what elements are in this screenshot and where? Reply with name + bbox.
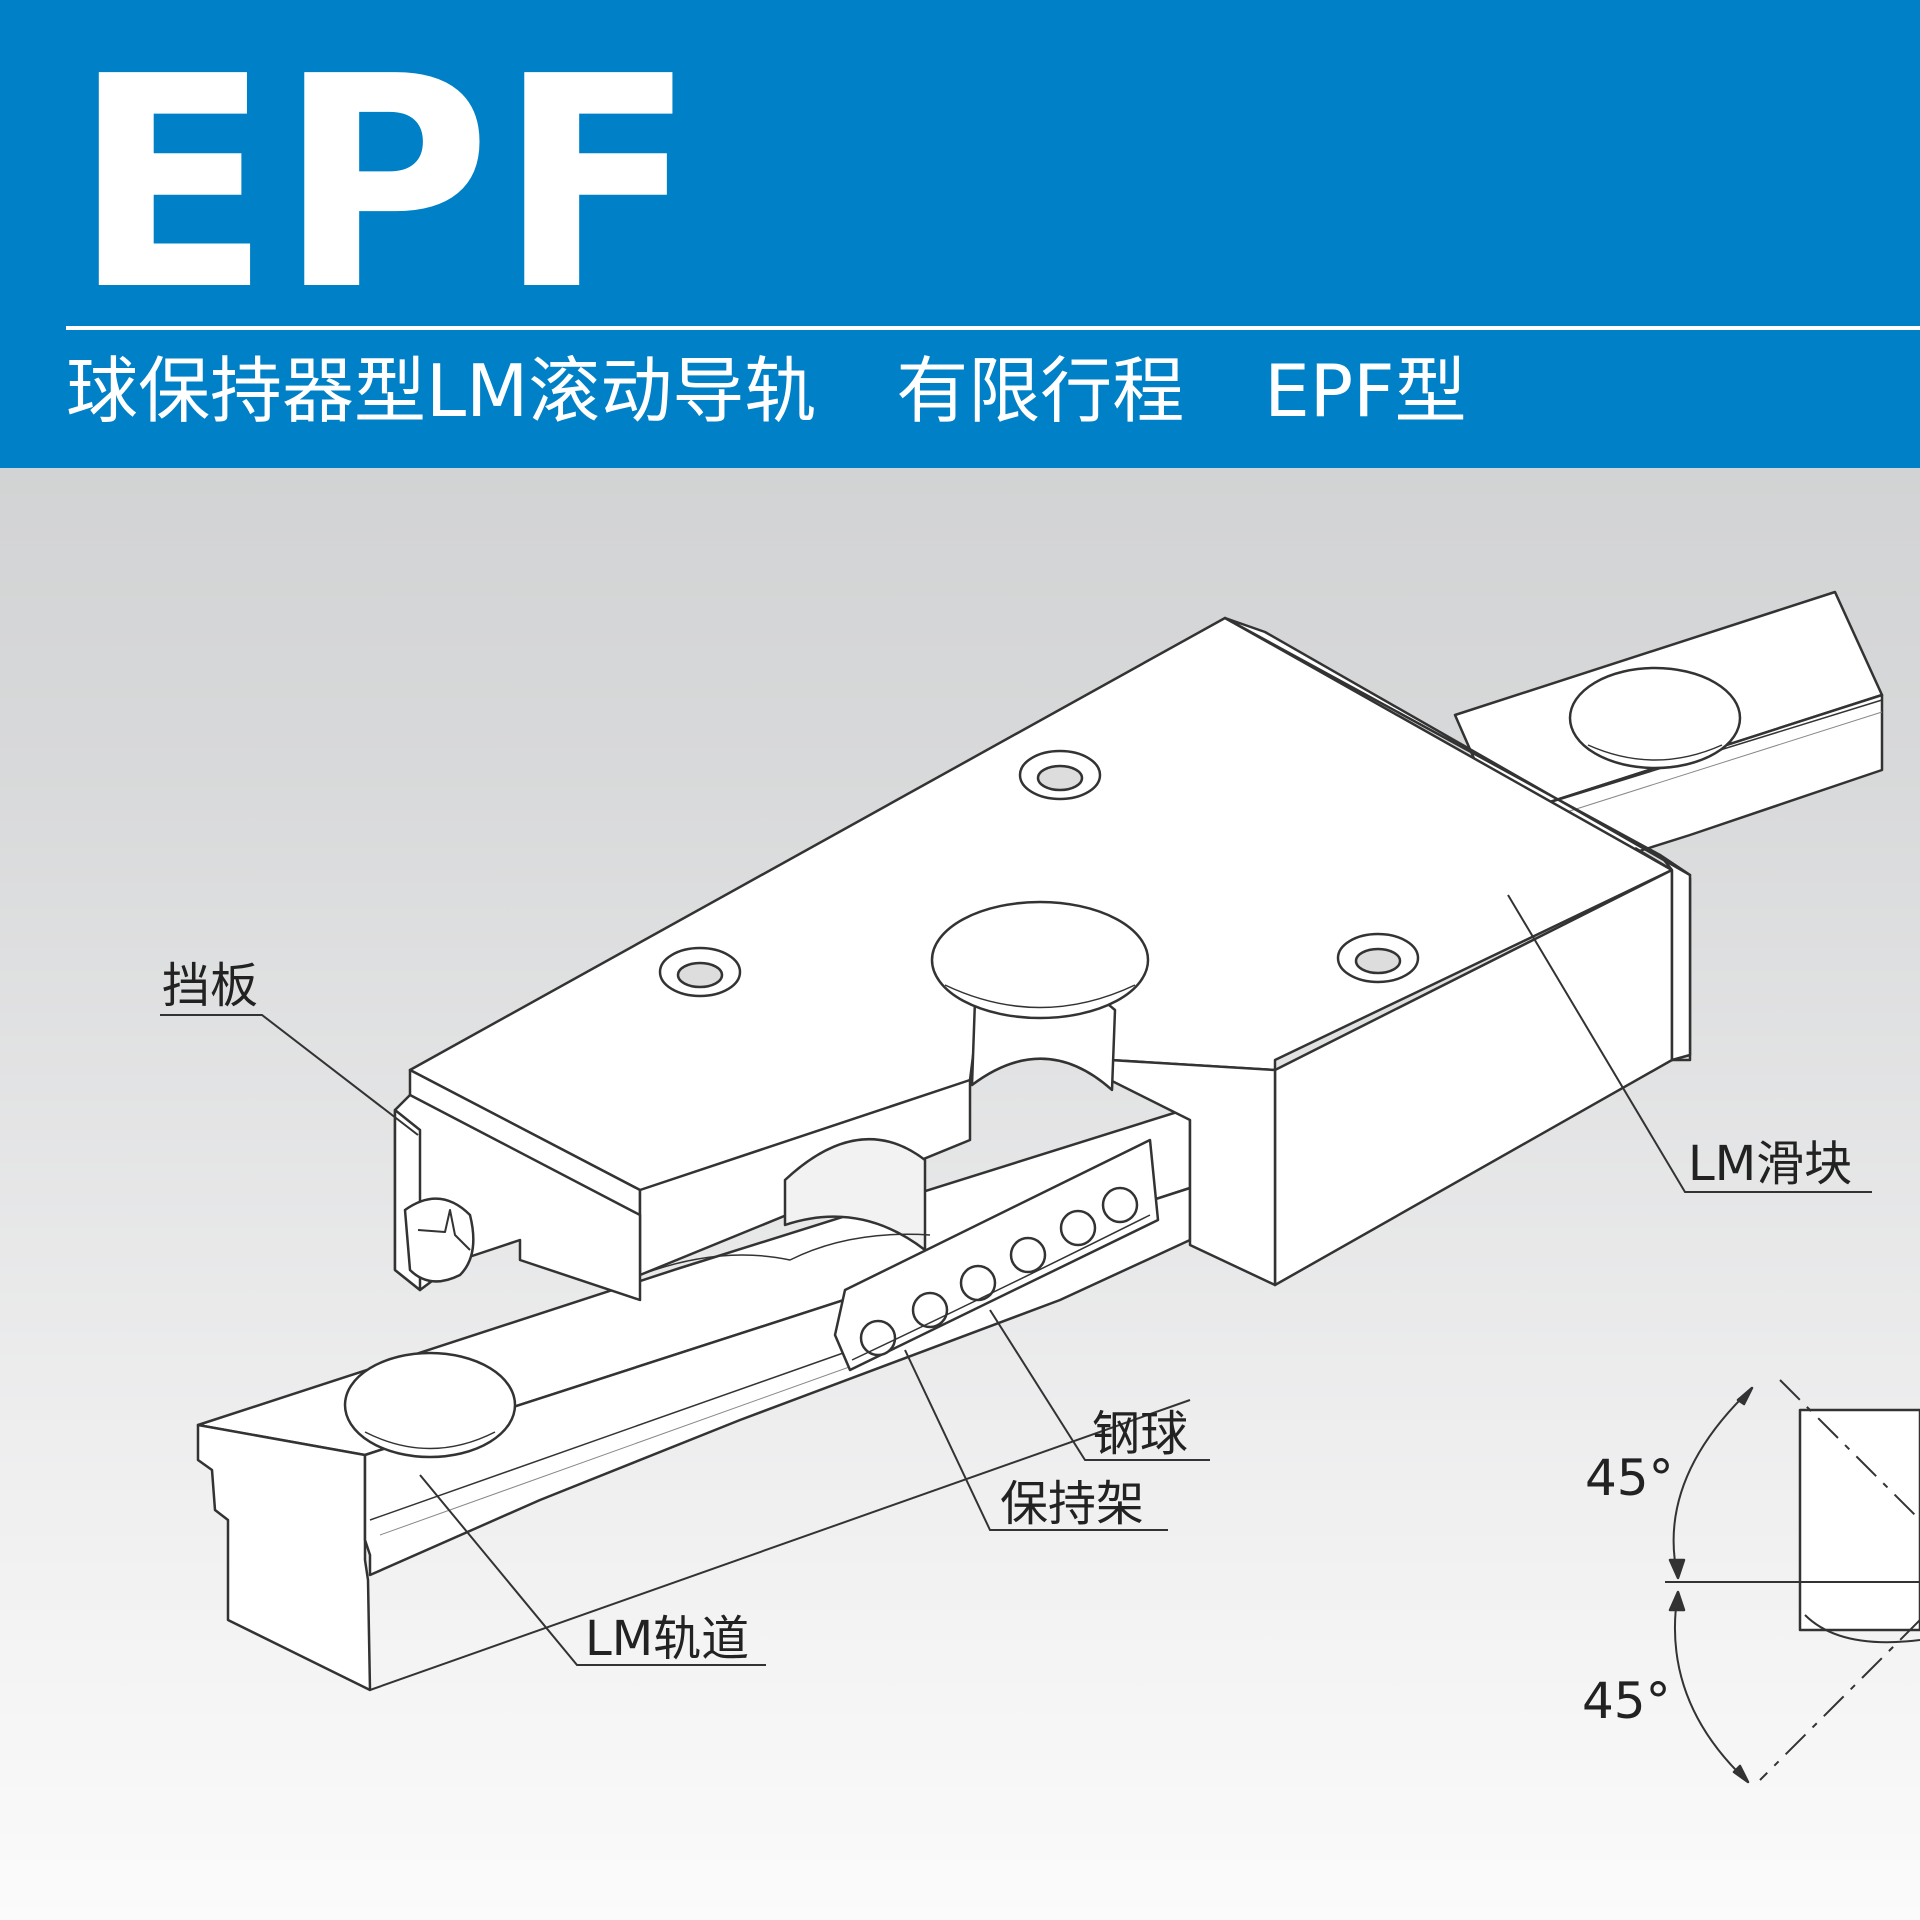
header-divider bbox=[66, 326, 1920, 330]
label-angle-lower: 45° bbox=[1582, 1672, 1671, 1730]
rail-mount-hole-front bbox=[343, 1351, 517, 1459]
retainer-with-balls bbox=[833, 1138, 1160, 1372]
leader-lm-block bbox=[1507, 894, 1872, 1193]
end-plate bbox=[393, 1093, 642, 1302]
steel-ball-6 bbox=[1101, 1186, 1139, 1224]
subtitle: 球保持器型LM滚动导轨 有限行程 EPF型 bbox=[66, 349, 1467, 433]
leader-end-plate bbox=[160, 1014, 419, 1136]
steel-ball-1 bbox=[859, 1319, 897, 1357]
rail-mount-hole-back bbox=[1568, 666, 1742, 770]
label-angle-upper: 45° bbox=[1585, 1449, 1674, 1507]
label-retainer: 保持架 bbox=[1000, 1476, 1144, 1532]
label-lm-rail: LM轨道 bbox=[585, 1611, 749, 1667]
leader-retainer bbox=[904, 1349, 1168, 1531]
block-counterbore bbox=[930, 900, 1150, 1020]
label-end-plate: 挡板 bbox=[162, 958, 258, 1014]
leader-lm-rail bbox=[419, 1474, 766, 1666]
steel-ball-5 bbox=[1059, 1209, 1097, 1247]
steel-ball-3 bbox=[959, 1264, 997, 1302]
header-banner: EPF 球保持器型LM滚动导轨 有限行程 EPF型 bbox=[0, 0, 1920, 468]
subtitle-model: EPF型 bbox=[1264, 349, 1467, 433]
subtitle-product-type: 球保持器型LM滚动导轨 bbox=[66, 349, 817, 433]
page-title: EPF bbox=[72, 14, 703, 354]
steel-ball-2 bbox=[911, 1291, 949, 1329]
angle-detail bbox=[1665, 1379, 1920, 1784]
steel-ball-4 bbox=[1009, 1236, 1047, 1274]
subtitle-stroke: 有限行程 bbox=[896, 349, 1185, 433]
leader-steel-ball bbox=[989, 1309, 1210, 1461]
label-lm-block: LM滑块 bbox=[1688, 1136, 1852, 1192]
label-steel-ball: 钢球 bbox=[1092, 1406, 1188, 1462]
